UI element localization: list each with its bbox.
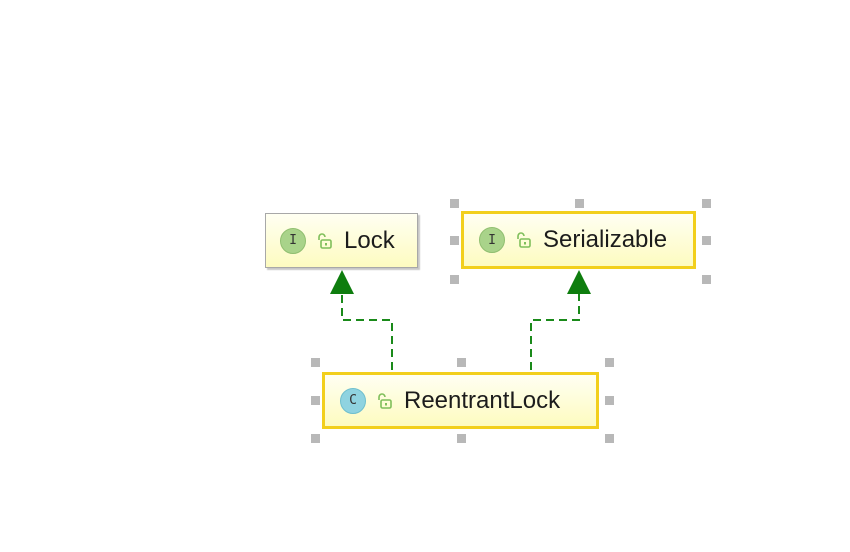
arrowhead-icon bbox=[330, 270, 354, 294]
resize-handle[interactable] bbox=[605, 434, 614, 443]
class-badge-icon: C bbox=[340, 387, 366, 414]
resize-handle[interactable] bbox=[457, 358, 466, 367]
interface-badge-icon: I bbox=[280, 227, 306, 254]
node-lock[interactable]: I Lock bbox=[265, 213, 418, 268]
edge-line bbox=[530, 292, 580, 370]
resize-handle[interactable] bbox=[605, 358, 614, 367]
edge-line bbox=[341, 292, 393, 370]
resize-handle[interactable] bbox=[311, 358, 320, 367]
resize-handle[interactable] bbox=[702, 236, 711, 245]
node-label: Lock bbox=[344, 226, 395, 254]
interface-badge-icon: I bbox=[479, 227, 505, 253]
open-lock-icon bbox=[378, 392, 392, 409]
resize-handle[interactable] bbox=[702, 199, 711, 208]
resize-handle[interactable] bbox=[702, 275, 711, 284]
node-label: Serializable bbox=[543, 226, 668, 253]
open-lock-icon bbox=[517, 232, 531, 248]
resize-handle[interactable] bbox=[457, 434, 466, 443]
resize-handle[interactable] bbox=[311, 434, 320, 443]
open-lock-icon bbox=[318, 232, 332, 249]
resize-handle[interactable] bbox=[450, 236, 459, 245]
edge-reentrantlock-to-serializable bbox=[530, 270, 591, 370]
resize-handle[interactable] bbox=[311, 396, 320, 405]
resize-handle[interactable] bbox=[605, 396, 614, 405]
resize-handle[interactable] bbox=[450, 199, 459, 208]
node-reentrantlock[interactable]: C ReentrantLock bbox=[322, 372, 599, 429]
node-label: ReentrantLock bbox=[404, 386, 561, 414]
node-serializable[interactable]: I Serializable bbox=[461, 211, 696, 269]
resize-handle[interactable] bbox=[450, 275, 459, 284]
arrowhead-icon bbox=[567, 270, 591, 294]
resize-handle[interactable] bbox=[575, 199, 584, 208]
edge-reentrantlock-to-lock bbox=[330, 270, 393, 370]
